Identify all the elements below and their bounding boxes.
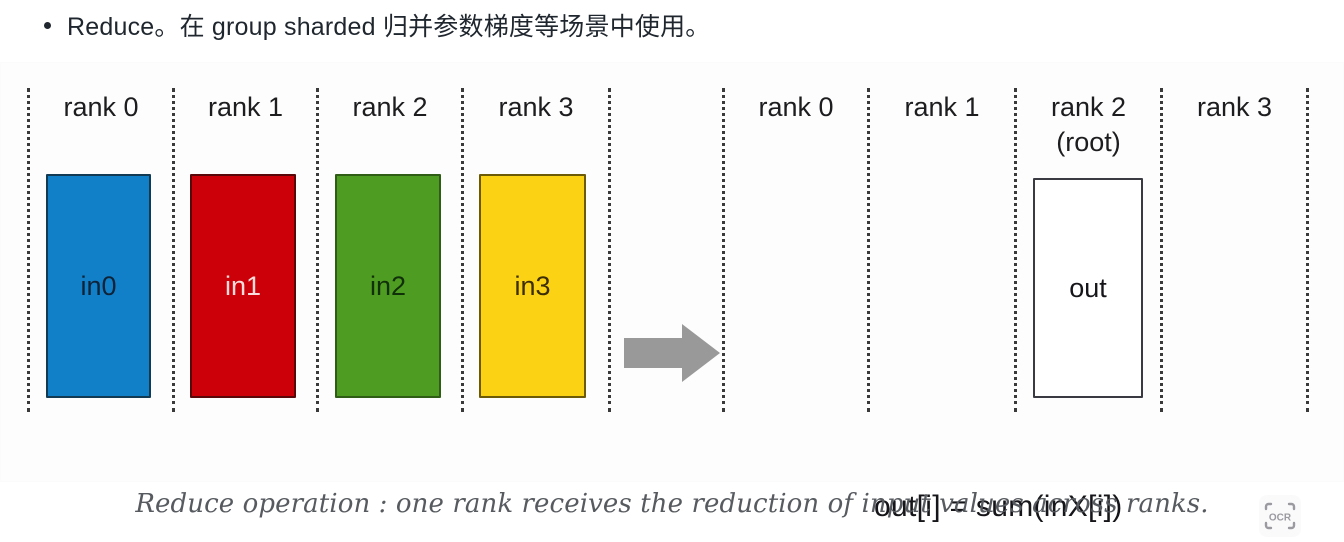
svg-text:OCR: OCR	[1269, 513, 1292, 524]
output-bar-out-label: out	[1069, 272, 1107, 303]
rank-label-right-3: rank 3	[1196, 92, 1273, 122]
input-bar-in1: in1	[190, 174, 296, 398]
ocr-scan-icon: OCR	[1264, 502, 1296, 530]
input-bar-in0: in0	[46, 174, 151, 398]
rank-label-right-0: rank 0	[758, 92, 834, 122]
input-bar-in3-label: in3	[514, 270, 551, 301]
divider-left-2	[316, 88, 319, 412]
input-bar-in2-label: in2	[369, 270, 407, 301]
input-bar-in2: in2	[335, 174, 441, 398]
rank-label-left-3: rank 3	[498, 92, 574, 122]
divider-right-4	[1306, 88, 1309, 412]
input-bar-in0-label: in0	[80, 270, 117, 301]
bullet-line: Reduce。在 group sharded 归并参数梯度等场景中使用。	[0, 0, 1344, 50]
rank-label-right-2: rank 2 (root)	[1050, 92, 1127, 157]
reduce-formula: out[i] = sum(inX[i])	[874, 490, 1123, 523]
input-bar-in3: in3	[479, 174, 586, 398]
rank-label-left-2: rank 2	[352, 92, 428, 122]
divider-left-3	[461, 88, 464, 412]
ocr-badge: OCR	[1259, 495, 1301, 537]
divider-left-4	[608, 88, 611, 412]
rank-label-right-1: rank 1	[904, 92, 980, 122]
divider-right-0	[722, 88, 725, 412]
figure-caption: Reduce operation : one rank receives the…	[135, 489, 1209, 519]
divider-left-0	[27, 88, 30, 412]
divider-right-2	[1014, 88, 1017, 412]
input-bar-in1-label: in1	[224, 270, 262, 301]
rank-label-left-0: rank 0	[63, 92, 139, 122]
divider-right-1	[867, 88, 870, 412]
reduce-diagram-figure: rank 0 rank 1 rank 2 rank 3 in0 in1 in2 …	[0, 62, 1344, 537]
divider-right-3	[1160, 88, 1163, 412]
rank-label-left-1: rank 1	[207, 92, 284, 122]
bullet-text: Reduce。在 group sharded 归并参数梯度等场景中使用。	[67, 13, 711, 41]
divider-left-1	[172, 88, 175, 412]
right-arrow-icon	[624, 324, 720, 382]
output-bar-out: out	[1033, 178, 1143, 398]
bullet-marker-icon	[44, 21, 51, 29]
diagram-canvas: rank 0 rank 1 rank 2 rank 3 in0 in1 in2 …	[0, 62, 1344, 482]
